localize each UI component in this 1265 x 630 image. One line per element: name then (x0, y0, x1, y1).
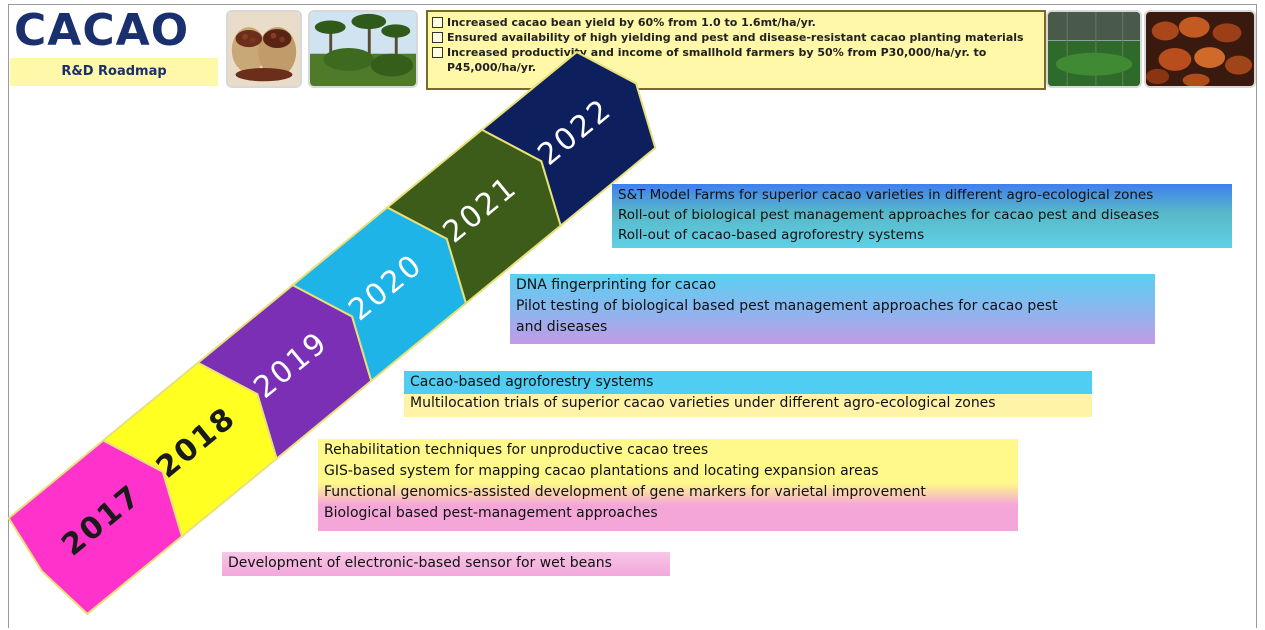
page-subtitle: R&D Roadmap (10, 58, 218, 86)
checkbox-icon (432, 32, 443, 43)
block-2018: Rehabilitation techniques for unproducti… (318, 439, 1018, 531)
activity-item: Cacao-based agroforestry systems (410, 374, 654, 390)
slide-frame (8, 4, 1257, 628)
goals-box: Increased cacao bean yield by 60% from 1… (426, 10, 1046, 90)
activity-item: Rehabilitation techniques for unproducti… (324, 442, 709, 458)
activity-item: Biological based pest-management approac… (324, 505, 658, 521)
cacao-farm-palm-photo (308, 10, 418, 88)
cacao-pods-pile-photo (1144, 10, 1256, 88)
block-2017: Development of electronic-based sensor f… (222, 552, 670, 576)
activity-item: DNA fingerprinting for cacao (516, 277, 717, 293)
block-2021: S&T Model Farms for superior cacao varie… (612, 184, 1232, 248)
goal-text: Ensured availability of high yielding an… (447, 31, 1024, 44)
activity-item: Functional genomics-assisted development… (324, 484, 926, 500)
checkbox-icon (432, 17, 443, 28)
activity-item: Multilocation trials of superior cacao v… (410, 395, 996, 411)
activity-item: Roll-out of cacao-based agroforestry sys… (618, 227, 925, 243)
year-segment-2022 (480, 50, 657, 228)
goal-item: Increased cacao bean yield by 60% from 1… (432, 15, 1040, 30)
checkbox-icon (432, 47, 443, 58)
page-title: CACAO (14, 5, 190, 56)
block-2019: Cacao-based agroforestry systems Multilo… (404, 371, 1092, 417)
goal-item: Ensured availability of high yielding an… (432, 30, 1040, 45)
activity-item: Development of electronic-based sensor f… (228, 555, 612, 571)
goal-text: Increased cacao bean yield by 60% from 1… (447, 16, 816, 29)
activity-item: Pilot testing of biological based pest m… (516, 298, 1058, 314)
activity-item: GIS-based system for mapping cacao plant… (324, 463, 879, 479)
block-2020: DNA fingerprinting for cacao Pilot testi… (510, 274, 1155, 344)
activity-item: S&T Model Farms for superior cacao varie… (618, 187, 1154, 203)
activity-item: Roll-out of biological pest management a… (618, 207, 1160, 223)
cacao-nursery-greenhouse-photo (1046, 10, 1142, 88)
cacao-beans-sacks-photo (226, 10, 302, 88)
activity-item: and diseases (516, 319, 608, 335)
